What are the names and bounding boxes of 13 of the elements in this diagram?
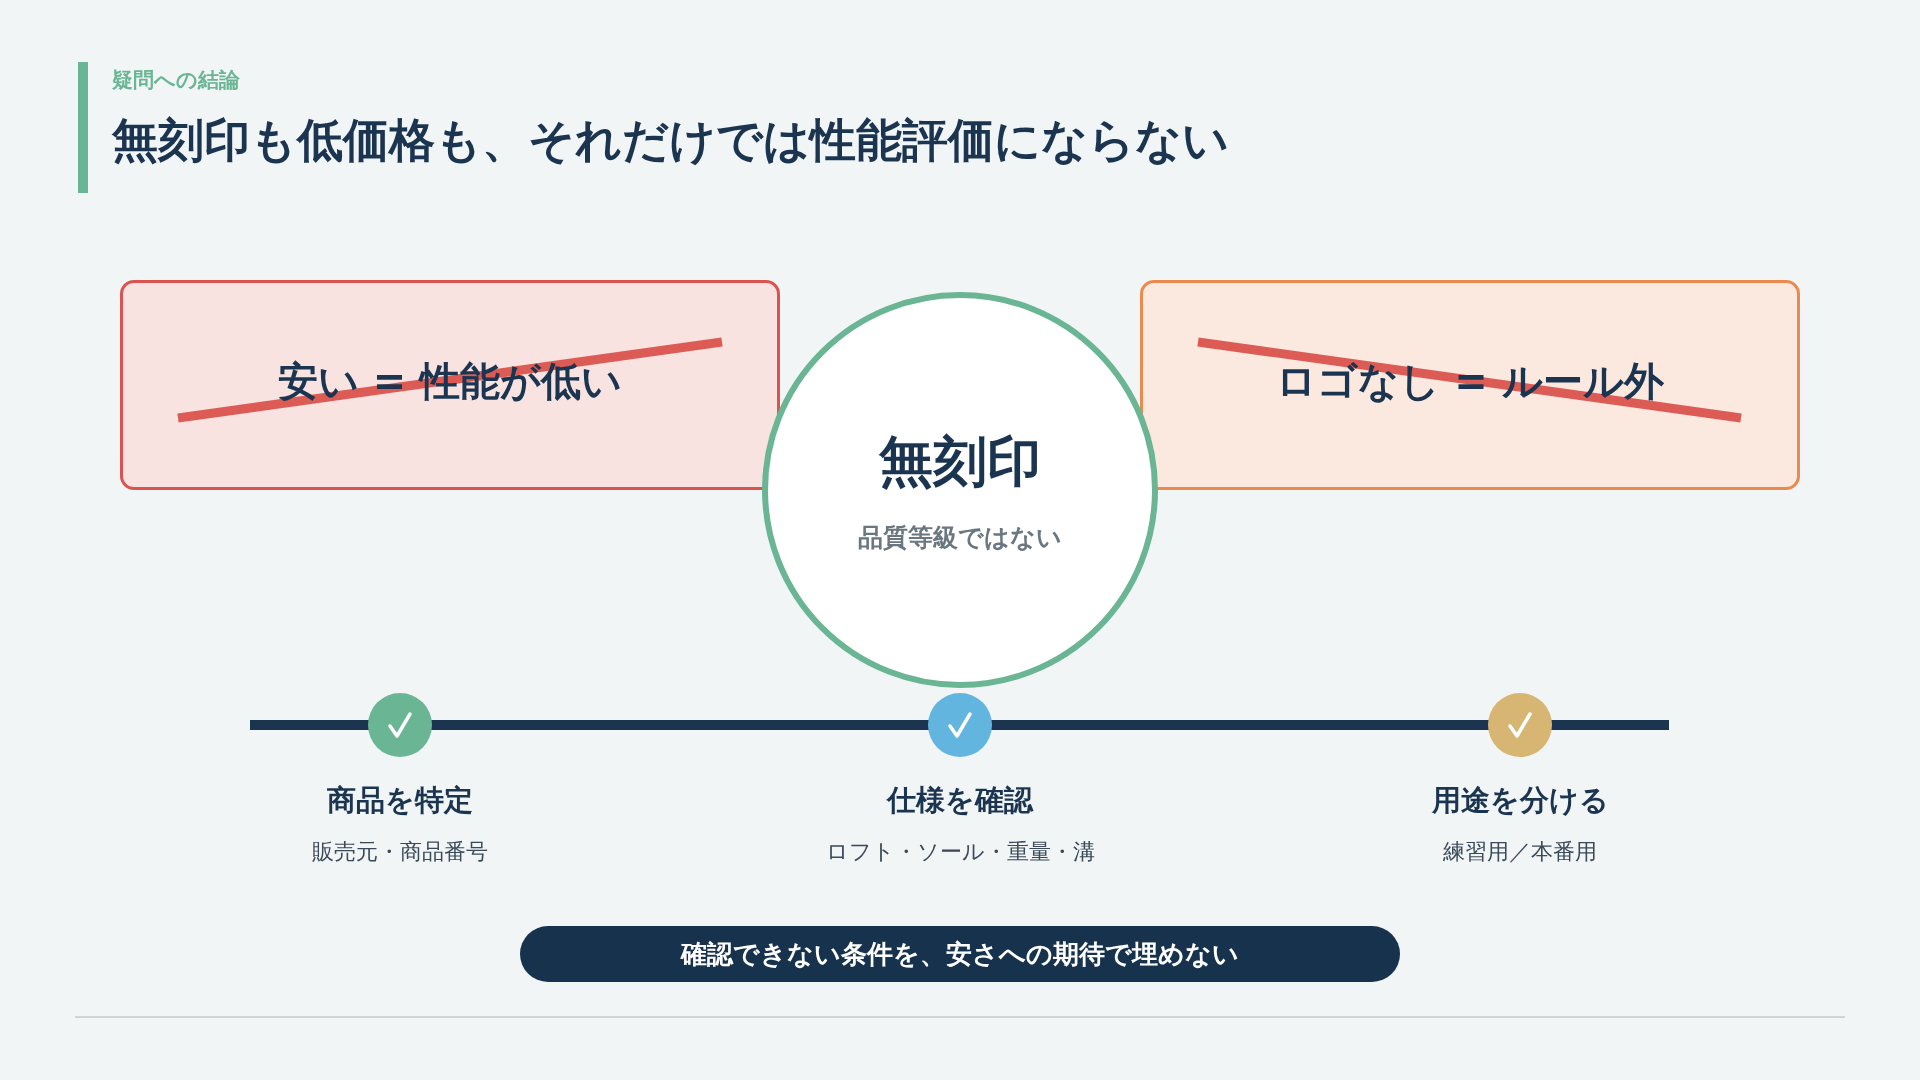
circle-subtext: 品質等級ではない [858,522,1062,554]
statement-card [120,280,780,490]
step-title: 用途を分ける [1431,782,1609,819]
step-title: 仕様を確認 [887,782,1033,819]
callout-banner: 確認できない条件を、安さへの期待で埋めない [520,926,1400,982]
title: 無刻印も低価格も、それだけでは性能評価にならない [112,112,1229,169]
step-title: 商品を特定 [327,782,473,819]
subtitle: 疑問への結論 [112,67,240,94]
step-detail: 販売元・商品番号 [312,838,488,866]
step-detail: 練習用／本番用 [1443,838,1597,866]
circle-heading: 無刻印 [879,429,1041,495]
step-detail: ロフト・ソール・重量・溝 [825,838,1095,866]
statement-card [1140,280,1800,490]
